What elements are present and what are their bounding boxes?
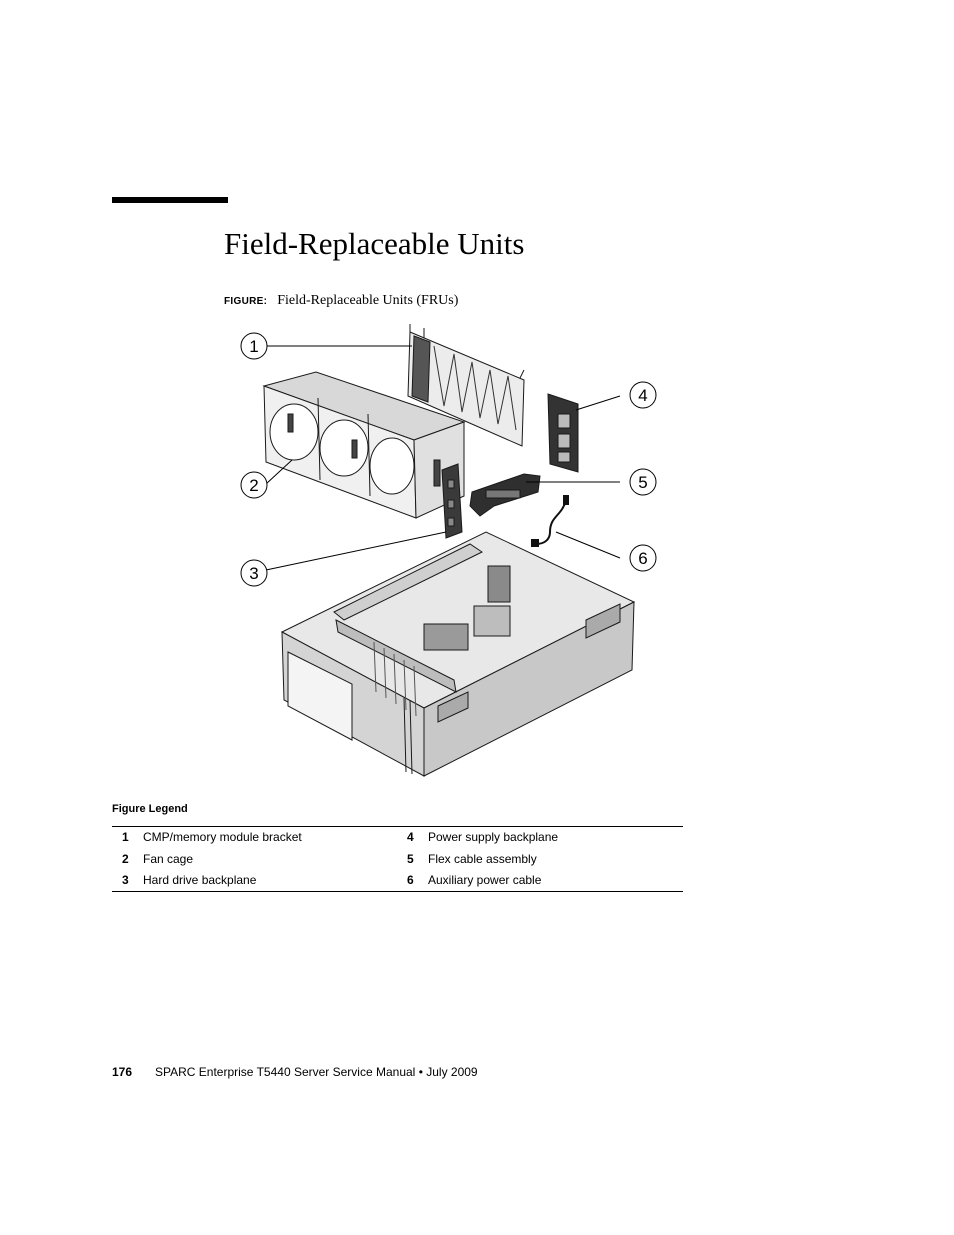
callout-1: 1	[240, 332, 268, 360]
legend-number: 5	[407, 852, 414, 866]
callout-label: 1	[249, 337, 258, 356]
legend-row: 2 Fan cage 5 Flex cable assembly	[112, 849, 683, 870]
callout-6: 6	[629, 544, 657, 572]
fru-exploded-illustration: 1 2 3 4 5 6	[240, 324, 657, 777]
callout-label: 4	[638, 386, 647, 405]
figure-tag: FIGURE:	[224, 296, 268, 307]
legend-number: 1	[122, 830, 129, 844]
callout-label: 6	[638, 549, 647, 568]
legend-label: CMP/memory module bracket	[143, 830, 302, 844]
callout-label: 5	[638, 473, 647, 492]
figure-legend-table: 1 CMP/memory module bracket 4 Power supp…	[112, 826, 683, 892]
auxiliary-power-cable-drawing	[531, 495, 569, 547]
fan-cage-drawing	[262, 371, 466, 519]
callout-2: 2	[240, 471, 268, 499]
section-title: Field-Replaceable Units	[224, 226, 525, 261]
legend-row: 1 CMP/memory module bracket 4 Power supp…	[112, 827, 683, 848]
legend-label: Flex cable assembly	[428, 852, 537, 866]
cmp-memory-bracket-drawing	[407, 324, 525, 447]
callout-label: 2	[249, 476, 258, 495]
footer-separator: •	[418, 1065, 423, 1079]
legend-row: 3 Hard drive backplane 6 Auxiliary power…	[112, 870, 683, 891]
callout-4: 4	[629, 381, 657, 409]
callout-3: 3	[240, 559, 268, 587]
legend-number: 2	[122, 852, 129, 866]
manual-title: SPARC Enterprise T5440 Server Service Ma…	[155, 1065, 416, 1079]
hard-drive-backplane-drawing	[441, 463, 463, 539]
server-chassis-drawing	[280, 531, 636, 777]
publication-date: July 2009	[426, 1065, 478, 1079]
chapter-rule-bar	[112, 197, 228, 203]
figure-caption: FIGURE: Field-Replaceable Units (FRUs)	[224, 291, 458, 311]
legend-label: Fan cage	[143, 852, 194, 866]
power-supply-backplane-drawing	[547, 393, 579, 473]
legend-label: Power supply backplane	[428, 830, 559, 844]
legend-label: Auxiliary power cable	[428, 873, 542, 887]
flex-cable-assembly-drawing	[469, 473, 541, 517]
legend-number: 6	[407, 873, 414, 887]
legend-label: Hard drive backplane	[143, 873, 257, 887]
figure-caption-text: Field-Replaceable Units (FRUs)	[277, 293, 459, 308]
page-number: 176	[112, 1065, 133, 1079]
page-footer: 176 SPARC Enterprise T5440 Server Service…	[112, 1064, 478, 1080]
callout-label: 3	[249, 564, 258, 583]
legend-number: 4	[407, 830, 414, 844]
callout-5: 5	[629, 468, 657, 496]
callout-leader-lines	[265, 345, 621, 571]
figure-legend-heading: Figure Legend	[112, 803, 188, 815]
legend-number: 3	[122, 873, 129, 887]
